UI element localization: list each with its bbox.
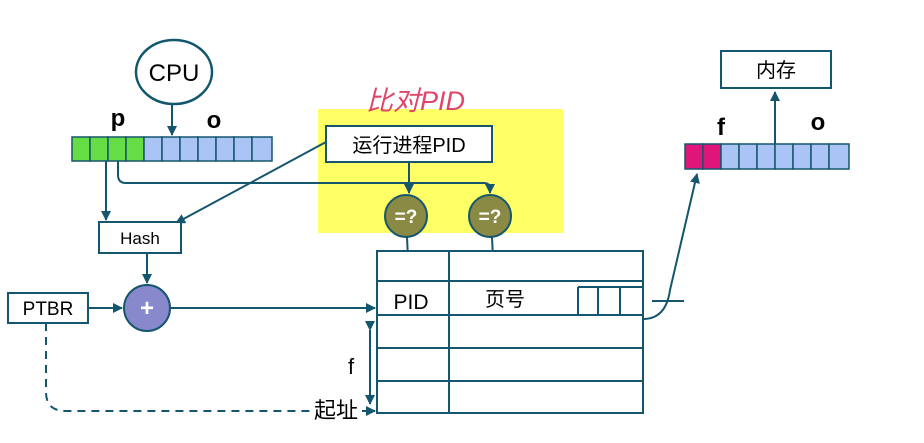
pid-compare-node	[384, 194, 428, 238]
offset-bit	[251, 136, 273, 162]
table-pid-label: PID	[393, 291, 428, 314]
hash-box	[98, 221, 182, 254]
logical-address-register	[71, 136, 273, 162]
offset-bit	[756, 143, 776, 170]
page-bit	[107, 136, 127, 162]
base-address-label: 起址	[314, 398, 358, 423]
handwritten-note: 比对PID	[366, 86, 465, 116]
offset-bit	[179, 136, 199, 162]
memory-label: 内存	[756, 59, 796, 82]
offset-bit	[233, 136, 253, 162]
offset-bit	[792, 143, 812, 170]
physical-address-register	[684, 143, 850, 170]
page-table-frame	[376, 250, 644, 414]
frame-span-label: f	[348, 354, 355, 379]
offset-bit	[828, 143, 850, 170]
offset-bit	[143, 136, 163, 162]
svg-text:比对PID: 比对PID	[366, 86, 465, 116]
memory-box	[720, 50, 832, 89]
page-to-compare-arrow	[117, 161, 495, 194]
frame-bit	[684, 143, 704, 170]
page-bit	[71, 136, 91, 162]
page-compare-symbol: =?	[479, 207, 502, 228]
running-pid-label: 运行进程PID	[352, 134, 465, 157]
offset-bit	[215, 136, 235, 162]
ptbr-base-dashed-link	[45, 323, 310, 412]
page-bit	[125, 136, 145, 162]
page-number-label: p	[111, 105, 126, 132]
ptbr-label: PTBR	[23, 299, 74, 320]
ptbr-box	[7, 292, 89, 324]
table-page-label: 页号	[485, 289, 525, 311]
table-to-physical-arrow	[642, 173, 700, 320]
offset-label: o	[207, 107, 222, 134]
pid-compare-symbol: =?	[395, 207, 418, 228]
physical-frame-label: f	[717, 114, 726, 141]
hash-label: Hash	[120, 229, 160, 248]
frame-bit	[702, 143, 722, 170]
cpu-label: CPU	[149, 60, 200, 87]
hashed-page-table	[376, 250, 644, 414]
offset-bit	[738, 143, 758, 170]
cpu-node	[134, 38, 214, 106]
physical-offset-label: o	[811, 109, 826, 136]
offset-bit	[197, 136, 217, 162]
page-bit	[89, 136, 109, 162]
offset-bit	[774, 143, 794, 170]
offset-bit	[161, 136, 181, 162]
offset-bit	[810, 143, 830, 170]
offset-bit	[720, 143, 740, 170]
adder-symbol: +	[140, 295, 154, 322]
page-compare-node	[468, 194, 512, 238]
